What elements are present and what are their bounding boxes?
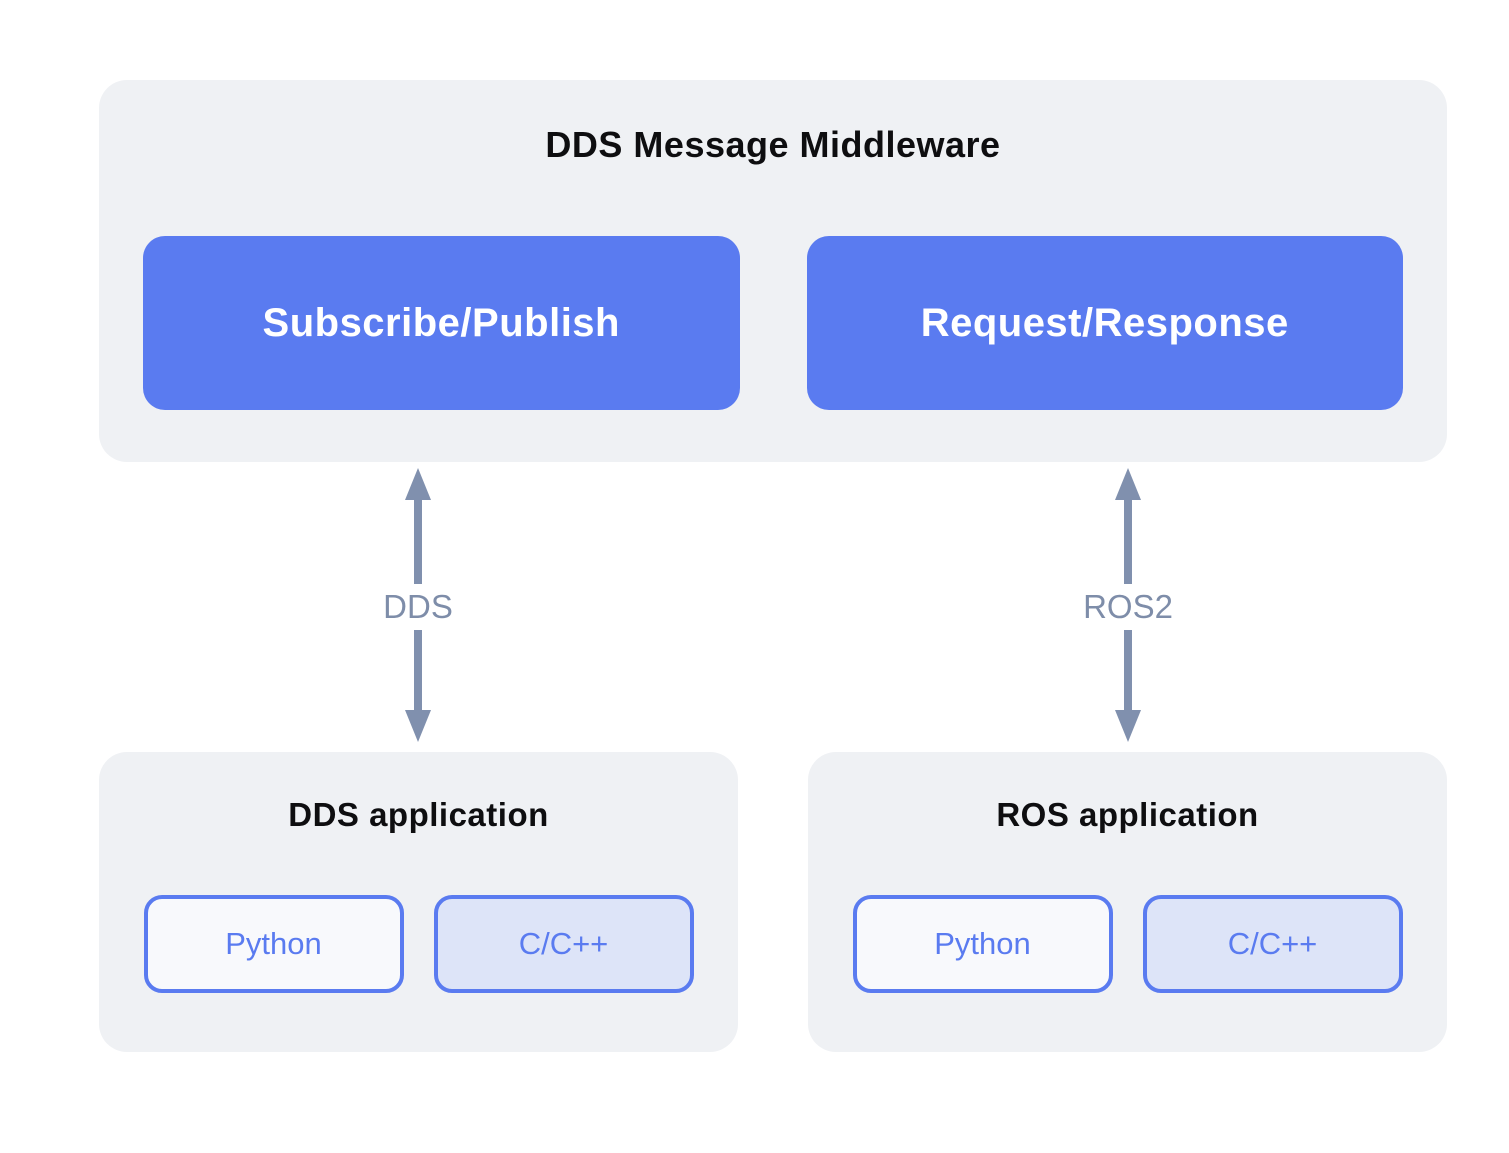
- dds-application-language-row: Python C/C++: [99, 895, 738, 993]
- middleware-panel-title: DDS Message Middleware: [545, 124, 1001, 165]
- dds-connection-label: DDS: [383, 588, 453, 625]
- python-label: Python: [225, 926, 322, 961]
- ros2-connection: ROS2: [1058, 468, 1198, 752]
- cpp-node: C/C++: [1142, 895, 1403, 993]
- ros-application-language-row: Python C/C++: [808, 895, 1447, 993]
- python-label: Python: [934, 926, 1031, 961]
- dds-application-title: DDS application: [288, 796, 549, 833]
- subscribe-publish-label: Subscribe/Publish: [262, 300, 620, 345]
- subscribe-publish-node: Subscribe/Publish: [143, 236, 740, 410]
- cpp-label: C/C++: [1227, 926, 1318, 961]
- python-node: Python: [852, 895, 1113, 993]
- up-arrow-icon: [1115, 468, 1141, 584]
- down-arrow-icon: [405, 630, 431, 743]
- dds-connection: DDS: [348, 468, 488, 752]
- request-response-label: Request/Response: [920, 300, 1289, 345]
- cpp-label: C/C++: [518, 926, 609, 961]
- up-arrow-icon: [405, 468, 431, 584]
- request-response-node: Request/Response: [806, 236, 1403, 410]
- dds-application-panel: DDS application Python C/C++: [99, 752, 738, 1052]
- ros-application-title: ROS application: [996, 796, 1259, 833]
- cpp-node: C/C++: [433, 895, 694, 993]
- down-arrow-icon: [1115, 630, 1141, 743]
- ros2-connection-label: ROS2: [1083, 588, 1173, 625]
- ros-application-panel: ROS application Python C/C++: [808, 752, 1447, 1052]
- python-node: Python: [143, 895, 404, 993]
- middleware-panel: DDS Message Middleware Subscribe/Publish…: [99, 80, 1447, 462]
- middleware-node-row: Subscribe/Publish Request/Response: [143, 236, 1403, 410]
